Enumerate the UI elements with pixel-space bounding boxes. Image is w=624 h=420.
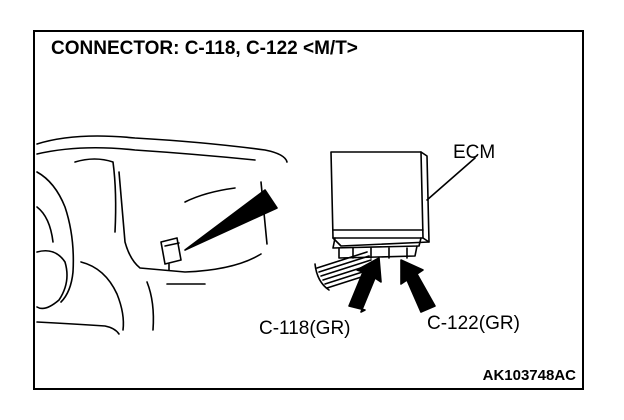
ecm-unit [330, 151, 430, 259]
dashboard-outline [36, 135, 288, 335]
c122-arrow [400, 259, 436, 313]
detail-pointer [184, 189, 278, 251]
connector-illustration [36, 135, 476, 335]
c118-arrow [348, 257, 382, 313]
ecm-leader [426, 157, 476, 201]
figure-code: AK103748AC [482, 367, 576, 384]
diagram-frame: CONNECTOR: C-118, C-122 <M/T> [33, 30, 584, 390]
diagram-title: CONNECTOR: C-118, C-122 <M/T> [51, 38, 358, 59]
dashboard-connector [160, 237, 182, 271]
c118-label: C-118(GR) [259, 318, 351, 339]
ecm-label: ECM [453, 142, 496, 163]
c122-label: C-122(GR) [427, 313, 520, 334]
